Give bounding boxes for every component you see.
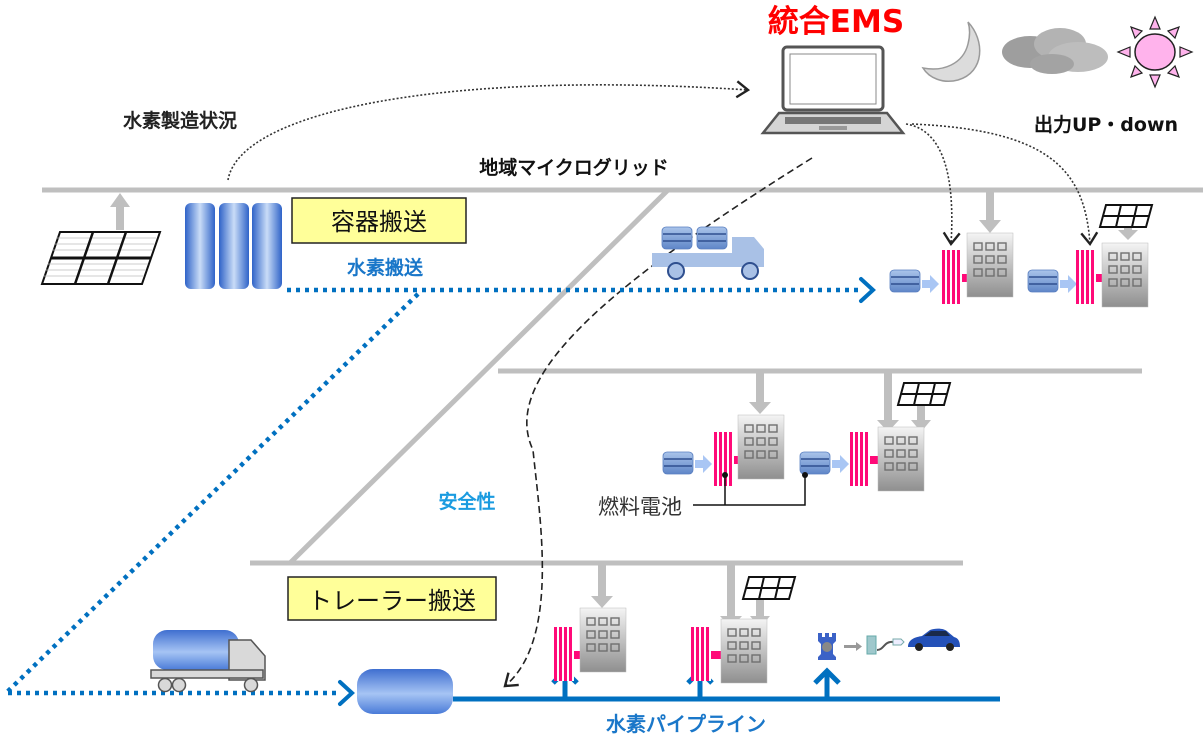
solar-panel-icon (742, 576, 796, 600)
consumer-unit (1027, 204, 1153, 308)
truck-icon (652, 226, 764, 280)
h2-production-status-label: 水素製造状況 (123, 109, 237, 132)
hydrogen-stack-icon (889, 269, 921, 293)
moon-icon (921, 21, 981, 82)
solar-panel-icon (40, 231, 162, 285)
cloud-icon (1002, 28, 1108, 74)
container-transport-badge: 容器搬送 (291, 197, 467, 244)
dispenser-icon (866, 635, 877, 655)
building-icon (737, 414, 785, 480)
hose-icon (876, 640, 894, 651)
fuel-cell-label: 燃料電池 (598, 495, 682, 519)
building-icon (1101, 242, 1149, 308)
microgrid-lines (42, 187, 1203, 566)
consumer-unit (889, 232, 1014, 304)
hydrogen-stack-icon (1027, 269, 1059, 293)
sun-icon (1116, 15, 1194, 89)
h2-pipeline-label: 水素パイプライン (606, 712, 766, 736)
connector-dot (802, 472, 808, 478)
hydrogen-tank-icon (357, 669, 453, 714)
building-icon (579, 607, 627, 673)
h2-transport-label: 水素搬送 (347, 256, 424, 279)
fuel-cell-callout-lines (693, 476, 806, 506)
solar-panel-icon (897, 382, 951, 406)
building-icon (720, 618, 768, 684)
hydrogen-station-icon (818, 633, 836, 660)
building-icon (966, 232, 1014, 298)
nozzle-icon (892, 638, 905, 646)
connector-dot (722, 472, 728, 478)
station-to-car-arrow (844, 642, 862, 651)
output-control-label: 出力UP・down (1034, 113, 1178, 136)
container-transport-label: 容器搬送 (331, 208, 427, 236)
hydrogen-cylinder-icon (185, 203, 282, 289)
solar-panel-icon (1099, 204, 1153, 228)
hydrogen-stack-icon (662, 451, 694, 475)
trailer-transport-badge: トレーラー搬送 (287, 576, 497, 621)
fcv-car-icon (908, 628, 960, 651)
ems-title: 統合EMS (768, 4, 904, 40)
building-icon (877, 426, 925, 492)
chevron-right-icon (338, 680, 355, 706)
consumer-unit (554, 607, 627, 681)
tanker-truck-icon (150, 630, 266, 693)
safety-label: 安全性 (438, 490, 495, 513)
trailer-transport-label: トレーラー搬送 (308, 587, 476, 615)
chevron-right-icon (859, 277, 876, 303)
hydrogen-stack-icon (799, 451, 831, 475)
laptop-icon (760, 45, 906, 135)
consumer-unit (691, 576, 796, 684)
info-flow-lines (227, 80, 1099, 247)
microgrid-label: 地域マイクログリッド (479, 156, 669, 179)
consumer-unit (799, 382, 951, 492)
h2-transport-paths (4, 287, 860, 696)
